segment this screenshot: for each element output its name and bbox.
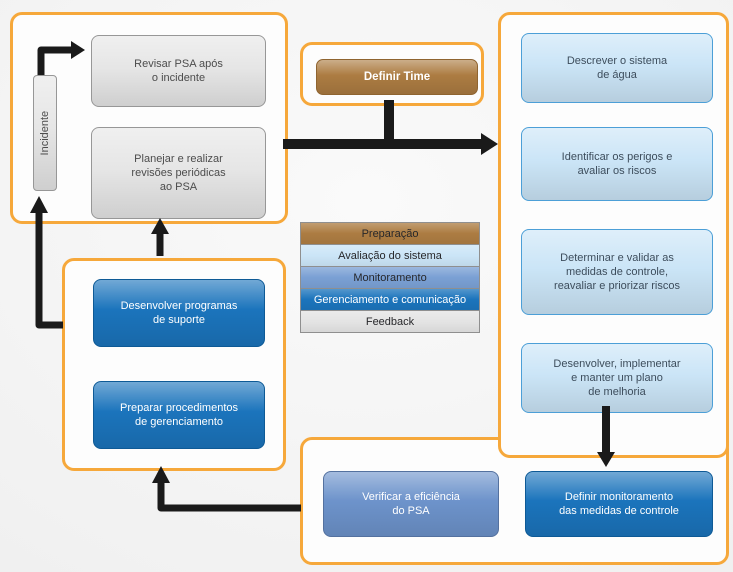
- validate-controls-label: Determinar e validar as medidas de contr…: [554, 251, 680, 293]
- management-procedures-box: Preparar procedimentos de gerenciamento: [93, 381, 265, 449]
- define-team-box: Definir Time: [316, 59, 478, 95]
- incident-review-group: Incidente Revisar PSA após o incidente P…: [10, 12, 288, 224]
- review-psa-box: Revisar PSA após o incidente: [91, 35, 266, 107]
- plan-revisions-box: Planejar e realizar revisões periódicas …: [91, 127, 266, 219]
- legend-item-monitoramento-label: Monitoramento: [353, 271, 427, 284]
- improvement-plan-box: Desenvolver, implementar e manter um pla…: [521, 343, 713, 413]
- management-procedures-label: Preparar procedimentos de gerenciamento: [119, 401, 238, 428]
- describe-system-label: Descrever o sistema de água: [566, 54, 668, 81]
- legend-item-avaliacao: Avaliação do sistema: [300, 244, 480, 267]
- legend-item-gerenciamento: Gerenciamento e comunicação: [300, 288, 480, 311]
- verification-group: Verificar a eficiência do PSA Definir mo…: [300, 437, 729, 565]
- arrow-verification-to-procedures: [152, 466, 301, 512]
- describe-system-box: Descrever o sistema de água: [521, 33, 713, 103]
- plan-revisions-label: Planejar e realizar revisões periódicas …: [131, 152, 226, 194]
- verify-psa-label: Verificar a eficiência do PSA: [362, 490, 460, 517]
- legend-item-gerenciamento-label: Gerenciamento e comunicação: [313, 293, 467, 306]
- incident-label: Incidente: [38, 110, 51, 156]
- legend-item-preparacao: Preparação: [300, 222, 480, 245]
- incident-label-box: Incidente: [33, 75, 57, 191]
- legend-item-preparacao-label: Preparação: [361, 227, 419, 240]
- validate-controls-box: Determinar e validar as medidas de contr…: [521, 229, 713, 315]
- legend-item-feedback-label: Feedback: [365, 315, 415, 328]
- review-psa-label: Revisar PSA após o incidente: [134, 57, 223, 84]
- support-programs-label: Desenvolver programas de suporte: [120, 299, 238, 326]
- legend-item-monitoramento: Monitoramento: [300, 266, 480, 289]
- management-support-group: Desenvolver programas de suporte Prepara…: [62, 258, 286, 471]
- identify-hazards-box: Identificar os perigos e avaliar os risc…: [521, 127, 713, 201]
- legend: Preparação Avaliação do sistema Monitora…: [300, 222, 480, 333]
- improvement-plan-label: Desenvolver, implementar e manter um pla…: [553, 357, 681, 399]
- verify-psa-box: Verificar a eficiência do PSA: [323, 471, 499, 537]
- define-monitoring-box: Definir monitoramento das medidas de con…: [525, 471, 713, 537]
- define-team-label: Definir Time: [363, 70, 431, 83]
- system-assessment-group: Descrever o sistema de água Identificar …: [498, 12, 729, 458]
- define-team-group: Definir Time: [300, 42, 484, 106]
- legend-item-avaliacao-label: Avaliação do sistema: [338, 249, 442, 262]
- support-programs-box: Desenvolver programas de suporte: [93, 279, 265, 347]
- identify-hazards-label: Identificar os perigos e avaliar os risc…: [561, 150, 673, 177]
- define-monitoring-label: Definir monitoramento das medidas de con…: [559, 490, 679, 517]
- legend-item-feedback: Feedback: [300, 310, 480, 333]
- arrow-preparation-to-assessment: [283, 133, 498, 155]
